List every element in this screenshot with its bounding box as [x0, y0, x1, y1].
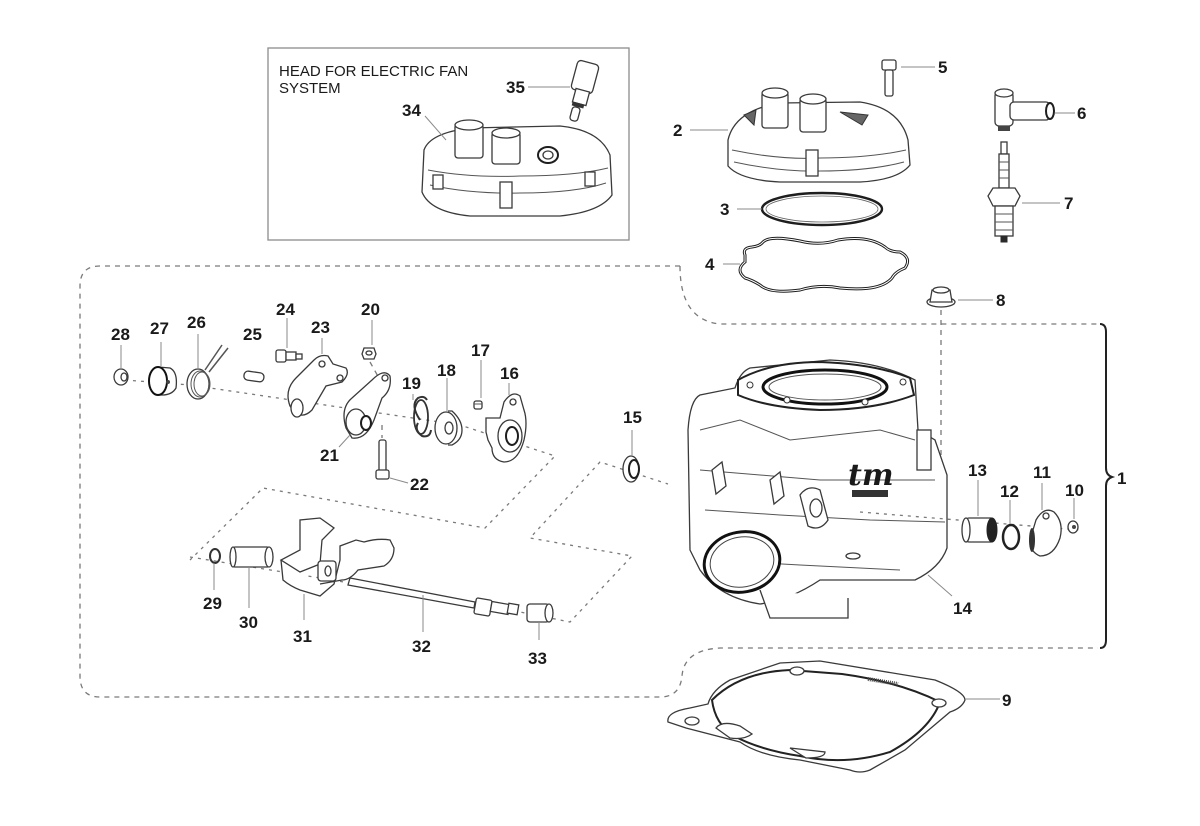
part-30-bushing[interactable] [229, 546, 274, 568]
part-19-circlip[interactable] [413, 395, 432, 438]
part-25-pin[interactable] [243, 370, 265, 383]
part-21-lever[interactable] [343, 372, 391, 439]
callout-20[interactable]: 20 [361, 300, 380, 319]
part-26-spring[interactable] [186, 344, 229, 400]
leader-21 [338, 434, 351, 448]
callout-30[interactable]: 30 [239, 613, 258, 632]
callout-21[interactable]: 21 [320, 446, 339, 465]
callout-22[interactable]: 22 [410, 475, 429, 494]
callout-3[interactable]: 3 [720, 200, 729, 219]
callout-26[interactable]: 26 [187, 313, 206, 332]
part-32-shaft[interactable] [347, 577, 520, 617]
leader-14 [927, 574, 953, 597]
part-16-flange[interactable] [485, 393, 527, 463]
callout-14[interactable]: 14 [953, 599, 972, 618]
callout-4[interactable]: 4 [705, 255, 715, 274]
callout-11[interactable]: 11 [1033, 463, 1051, 482]
part-31-exhaust-valve[interactable] [279, 517, 395, 597]
callout-25[interactable]: 25 [243, 325, 262, 344]
part-20-nut[interactable] [361, 347, 377, 360]
callout-17[interactable]: 17 [471, 341, 490, 360]
callout-31[interactable]: 31 [293, 627, 312, 646]
callout-5[interactable]: 5 [938, 58, 947, 77]
callout-10[interactable]: 10 [1065, 481, 1084, 500]
callout-2[interactable]: 2 [673, 121, 682, 140]
part-17-grub-screw[interactable] [473, 400, 483, 410]
callout-32[interactable]: 32 [412, 637, 431, 656]
inset-fan-head: HEAD FOR ELECTRIC FAN SYSTEM 35 34 [267, 47, 630, 241]
part-8-flange-nut[interactable] [926, 286, 956, 308]
callout-15[interactable]: 15 [623, 408, 642, 427]
inset-title-line2: SYSTEM [279, 80, 341, 97]
callout-7[interactable]: 7 [1064, 194, 1073, 213]
callout-28[interactable]: 28 [111, 325, 130, 344]
part-2-cylinder-head[interactable] [727, 87, 911, 183]
brand-racing-strip [852, 490, 888, 497]
part-28-nut[interactable] [113, 368, 129, 386]
part-10-screw[interactable] [1067, 520, 1079, 534]
axis-upper-row [124, 379, 557, 561]
part-24-adjuster-screw[interactable] [275, 349, 303, 363]
part-27-cap[interactable] [148, 366, 178, 396]
part-13-bushing[interactable] [961, 517, 998, 543]
callout-34[interactable]: 34 [402, 101, 421, 120]
part-34-fan-head[interactable] [421, 119, 613, 217]
callout-23[interactable]: 23 [311, 318, 330, 337]
part-15-oil-seal[interactable] [622, 455, 640, 483]
part-22-screw[interactable] [375, 439, 390, 480]
callout-33[interactable]: 33 [528, 649, 547, 668]
callout-16[interactable]: 16 [500, 364, 519, 383]
part-5-screw[interactable] [881, 59, 897, 97]
part-7-spark-plug[interactable] [987, 141, 1021, 243]
callout-24[interactable]: 24 [276, 300, 295, 319]
part-4-head-gasket[interactable] [738, 236, 910, 293]
part-18-bearing[interactable] [434, 410, 463, 446]
callout-35[interactable]: 35 [506, 78, 525, 97]
subassembly-outline [79, 265, 1098, 698]
inset-title-line1: HEAD FOR ELECTRIC FAN [279, 63, 468, 80]
part-3-o-ring[interactable] [760, 191, 884, 227]
leader-22 [389, 477, 409, 484]
axis-lower-row [189, 461, 669, 623]
brand-logo: tm [848, 458, 894, 493]
part-11-cover[interactable] [1029, 509, 1062, 557]
leader-34 [424, 115, 447, 141]
axis-line-20 [369, 361, 381, 381]
callout-19[interactable]: 19 [402, 374, 421, 393]
part-9-base-gasket[interactable] [667, 660, 966, 773]
part-35-temperature-sensor[interactable] [569, 59, 600, 122]
callout-12[interactable]: 12 [1000, 482, 1019, 501]
part-23-plate[interactable] [287, 354, 348, 418]
callout-29[interactable]: 29 [203, 594, 222, 613]
callout-13[interactable]: 13 [968, 461, 987, 480]
callout-1[interactable]: 1 [1117, 469, 1126, 488]
part-29-washer[interactable] [209, 548, 221, 564]
callout-18[interactable]: 18 [437, 361, 456, 380]
part-12-o-ring[interactable] [1001, 523, 1021, 551]
callout-8[interactable]: 8 [996, 291, 1005, 310]
part-6-spark-plug-cap[interactable] [994, 88, 1055, 131]
assembly-bracket [1099, 323, 1116, 649]
part-14-cylinder[interactable]: tm [687, 359, 948, 619]
callout-27[interactable]: 27 [150, 319, 169, 338]
callout-6[interactable]: 6 [1077, 104, 1086, 123]
part-33-bushing[interactable] [526, 603, 554, 623]
callout-9[interactable]: 9 [1002, 691, 1011, 710]
